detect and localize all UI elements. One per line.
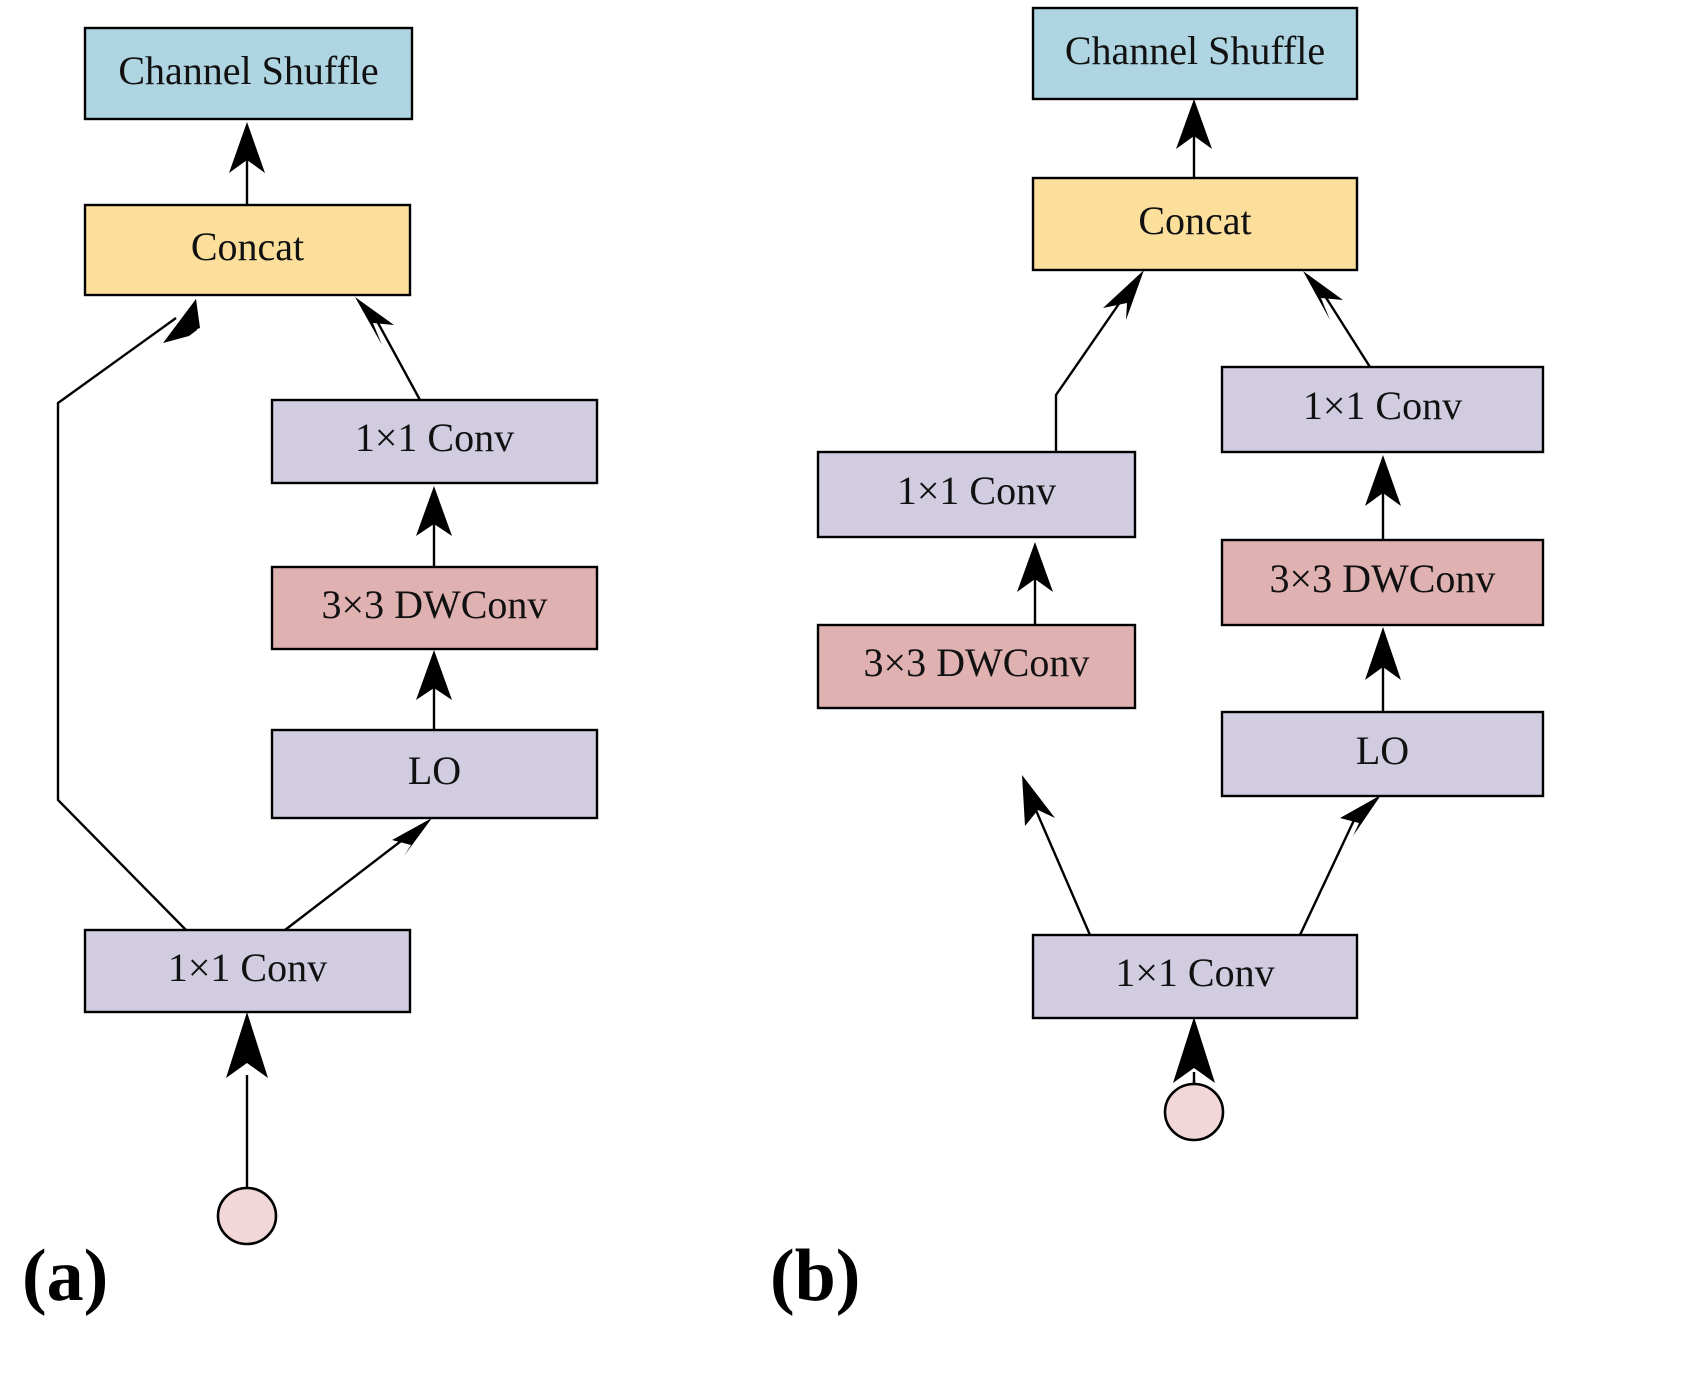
edge-b-loright-to-dwconvright-arrowhead bbox=[1365, 627, 1401, 680]
edge-b-dwconvright-to-convright-arrowhead bbox=[1365, 455, 1401, 506]
edge-a-conv-to-concat-arrowhead bbox=[355, 297, 394, 345]
node-a-conv-bottom-label: 1×1 Conv bbox=[168, 945, 327, 990]
edge-b-conv-to-loright-arrowhead bbox=[1340, 795, 1381, 836]
node-a-concat[interactable] bbox=[83, 203, 412, 297]
node-a-conv-top[interactable] bbox=[270, 398, 599, 485]
node-b-concat[interactable] bbox=[1031, 176, 1359, 272]
node-b-dwconv-left-label: 3×3 DWConv bbox=[864, 640, 1090, 685]
node-b-dwconv-left[interactable] bbox=[816, 623, 1137, 710]
node-b-conv-bottom[interactable] bbox=[1031, 933, 1359, 1020]
node-b-dwconv-right[interactable] bbox=[1220, 538, 1545, 627]
node-a-dwconv-label: 3×3 DWConv bbox=[322, 582, 548, 627]
node-b-conv-right[interactable] bbox=[1220, 365, 1545, 454]
edge-b-concat-to-shuffle-arrowhead bbox=[1176, 99, 1212, 149]
node-b-conv-left-label: 1×1 Conv bbox=[897, 468, 1056, 513]
edge-a-concat-to-shuffle-arrowhead bbox=[229, 122, 265, 173]
edge-b-convright-to-concat-arrowhead bbox=[1303, 271, 1343, 320]
node-a-input-circle[interactable] bbox=[216, 1186, 278, 1246]
edge-a-input-to-conv-arrowhead bbox=[226, 1012, 268, 1078]
panel-a: Channel Shuffle Concat 1×1 Conv 3×3 DWCo… bbox=[22, 26, 599, 1317]
node-b-lo-right-label: LO bbox=[1356, 728, 1409, 773]
edge-a-skip bbox=[56, 317, 187, 931]
edge-a-conv-to-lo bbox=[284, 837, 406, 931]
node-b-input-circle[interactable] bbox=[1163, 1082, 1225, 1142]
edge-b-conv-to-dwconvleft-arrowhead bbox=[1022, 775, 1055, 826]
edge-b-input-to-conv-arrowhead bbox=[1173, 1017, 1215, 1083]
edge-a-lo-to-dwconv-arrowhead bbox=[416, 650, 452, 700]
node-b-conv-right-label: 1×1 Conv bbox=[1303, 383, 1462, 428]
edge-b-conv-to-dwconvleft bbox=[1033, 807, 1092, 936]
node-b-conv-bottom-label: 1×1 Conv bbox=[1115, 950, 1274, 995]
node-a-concat-label: Concat bbox=[191, 224, 304, 269]
node-a-lo[interactable] bbox=[270, 728, 599, 820]
node-a-lo-label: LO bbox=[408, 748, 461, 793]
edge-a-conv-to-concat bbox=[375, 320, 422, 401]
node-a-dwconv[interactable] bbox=[270, 565, 599, 651]
node-a-conv-top-label: 1×1 Conv bbox=[355, 415, 514, 460]
panel-a-caption: (a) bbox=[22, 1235, 108, 1317]
node-b-channel-shuffle-label: Channel Shuffle bbox=[1065, 28, 1325, 73]
node-a-channel-shuffle-label: Channel Shuffle bbox=[118, 48, 378, 93]
edge-b-convright-to-concat bbox=[1323, 295, 1372, 368]
edge-b-convleft-to-concat-arrowhead bbox=[1103, 270, 1144, 320]
edge-a-conv-to-lo-arrowhead bbox=[392, 818, 432, 856]
node-b-channel-shuffle[interactable] bbox=[1031, 6, 1359, 101]
panel-b-caption: (b) bbox=[770, 1235, 860, 1317]
node-b-lo-right[interactable] bbox=[1220, 710, 1545, 798]
edge-b-conv-to-loright bbox=[1298, 817, 1357, 936]
edge-a-dwconv-to-conv-arrowhead bbox=[416, 486, 452, 536]
node-a-conv-bottom[interactable] bbox=[83, 928, 412, 1014]
node-b-concat-label: Concat bbox=[1138, 198, 1251, 243]
node-b-conv-left[interactable] bbox=[816, 450, 1137, 539]
edge-b-dwconvleft-to-convleft-arrowhead bbox=[1017, 542, 1053, 592]
edge-b-convleft-to-concat bbox=[1054, 294, 1126, 452]
node-a-channel-shuffle[interactable] bbox=[83, 26, 414, 121]
node-b-dwconv-right-label: 3×3 DWConv bbox=[1270, 556, 1496, 601]
edge-a-skip-arrowhead2 bbox=[168, 299, 200, 340]
panel-b: Channel Shuffle Concat 1×1 Conv 1×1 Conv… bbox=[770, 6, 1545, 1317]
